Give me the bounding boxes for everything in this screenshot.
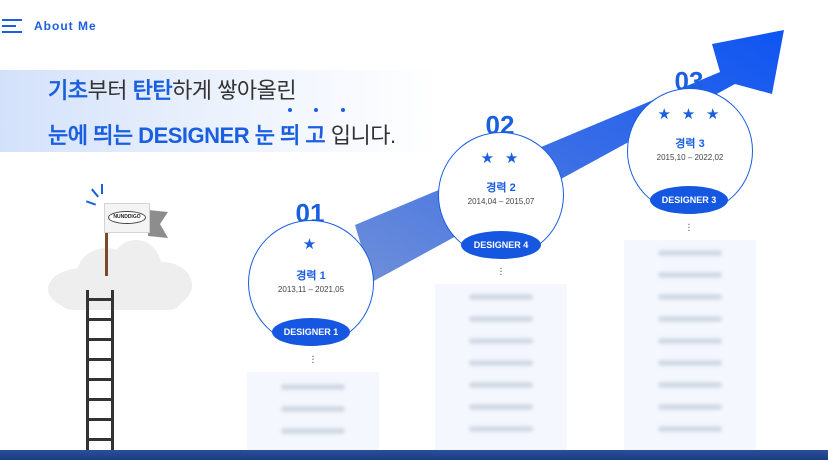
step-1-title: 경력 1 <box>296 270 326 282</box>
step-3-stars-icon: ★ ★ ★ <box>657 105 723 123</box>
flag-tail-icon <box>148 210 168 238</box>
step-2-stars-icon: ★ ★ <box>480 149 522 167</box>
emphasis-dot <box>314 108 318 112</box>
hero-headline-line2: 눈에 띄는 DESIGNER 눈 띄 고 입니다. <box>48 118 396 150</box>
bottom-bar <box>0 450 828 460</box>
emphasis-dot <box>288 108 292 112</box>
header-title: About Me <box>34 19 97 33</box>
step-2-period: 2014,04 – 2015,07 <box>467 197 535 206</box>
more-dots-icon: ··· <box>687 220 691 237</box>
hero-text-2: 하게 쌓아올린 <box>172 78 297 103</box>
step-3-title: 경력 3 <box>675 138 705 150</box>
hero-bold-2: 탄탄 <box>132 78 173 103</box>
hero-text-3: 입니다. <box>325 123 396 148</box>
ladder-icon <box>86 290 114 460</box>
step-1-detail-panel <box>247 372 379 452</box>
step-2-designer-badge[interactable]: DESIGNER 4 <box>461 231 541 259</box>
step-3-designer-badge[interactable]: DESIGNER 3 <box>650 186 728 214</box>
step-1-stars-icon: ★ <box>302 235 320 253</box>
hero-headline-line1: 기초부터 탄탄하게 쌓아올린 <box>48 73 297 105</box>
flag-pole <box>105 212 108 276</box>
hero-text-1: 부터 <box>87 78 133 103</box>
emphasis-dot <box>341 108 345 112</box>
hero-background-band <box>0 70 440 152</box>
step-2-detail-panel <box>435 284 567 452</box>
step-1-circle: ★ 경력 1 2013,11 – 2021,05 <box>248 220 374 346</box>
flag-badge-text: NUNDDIGO <box>108 211 146 224</box>
step-1-designer-badge[interactable]: DESIGNER 1 <box>272 318 350 346</box>
step-2-circle: ★ ★ 경력 2 2014,04 – 2015,07 <box>438 132 564 258</box>
spark-icon <box>101 184 103 194</box>
header: About Me <box>0 14 97 38</box>
hero-bold-1: 기초 <box>48 78 88 103</box>
cloud-illustration <box>48 240 193 310</box>
step-3-period: 2015,10 – 2022,02 <box>656 153 724 162</box>
hero-bold-3: 눈에 띄는 DESIGNER 눈 띄 고 <box>48 123 326 148</box>
step-3-detail-panel <box>624 240 756 452</box>
more-dots-icon: ··· <box>499 264 503 281</box>
more-dots-icon: ··· <box>311 352 315 369</box>
step-2-title: 경력 2 <box>486 182 516 194</box>
step-1-period: 2013,11 – 2021,05 <box>277 285 345 294</box>
hamburger-menu-icon[interactable] <box>2 19 24 33</box>
